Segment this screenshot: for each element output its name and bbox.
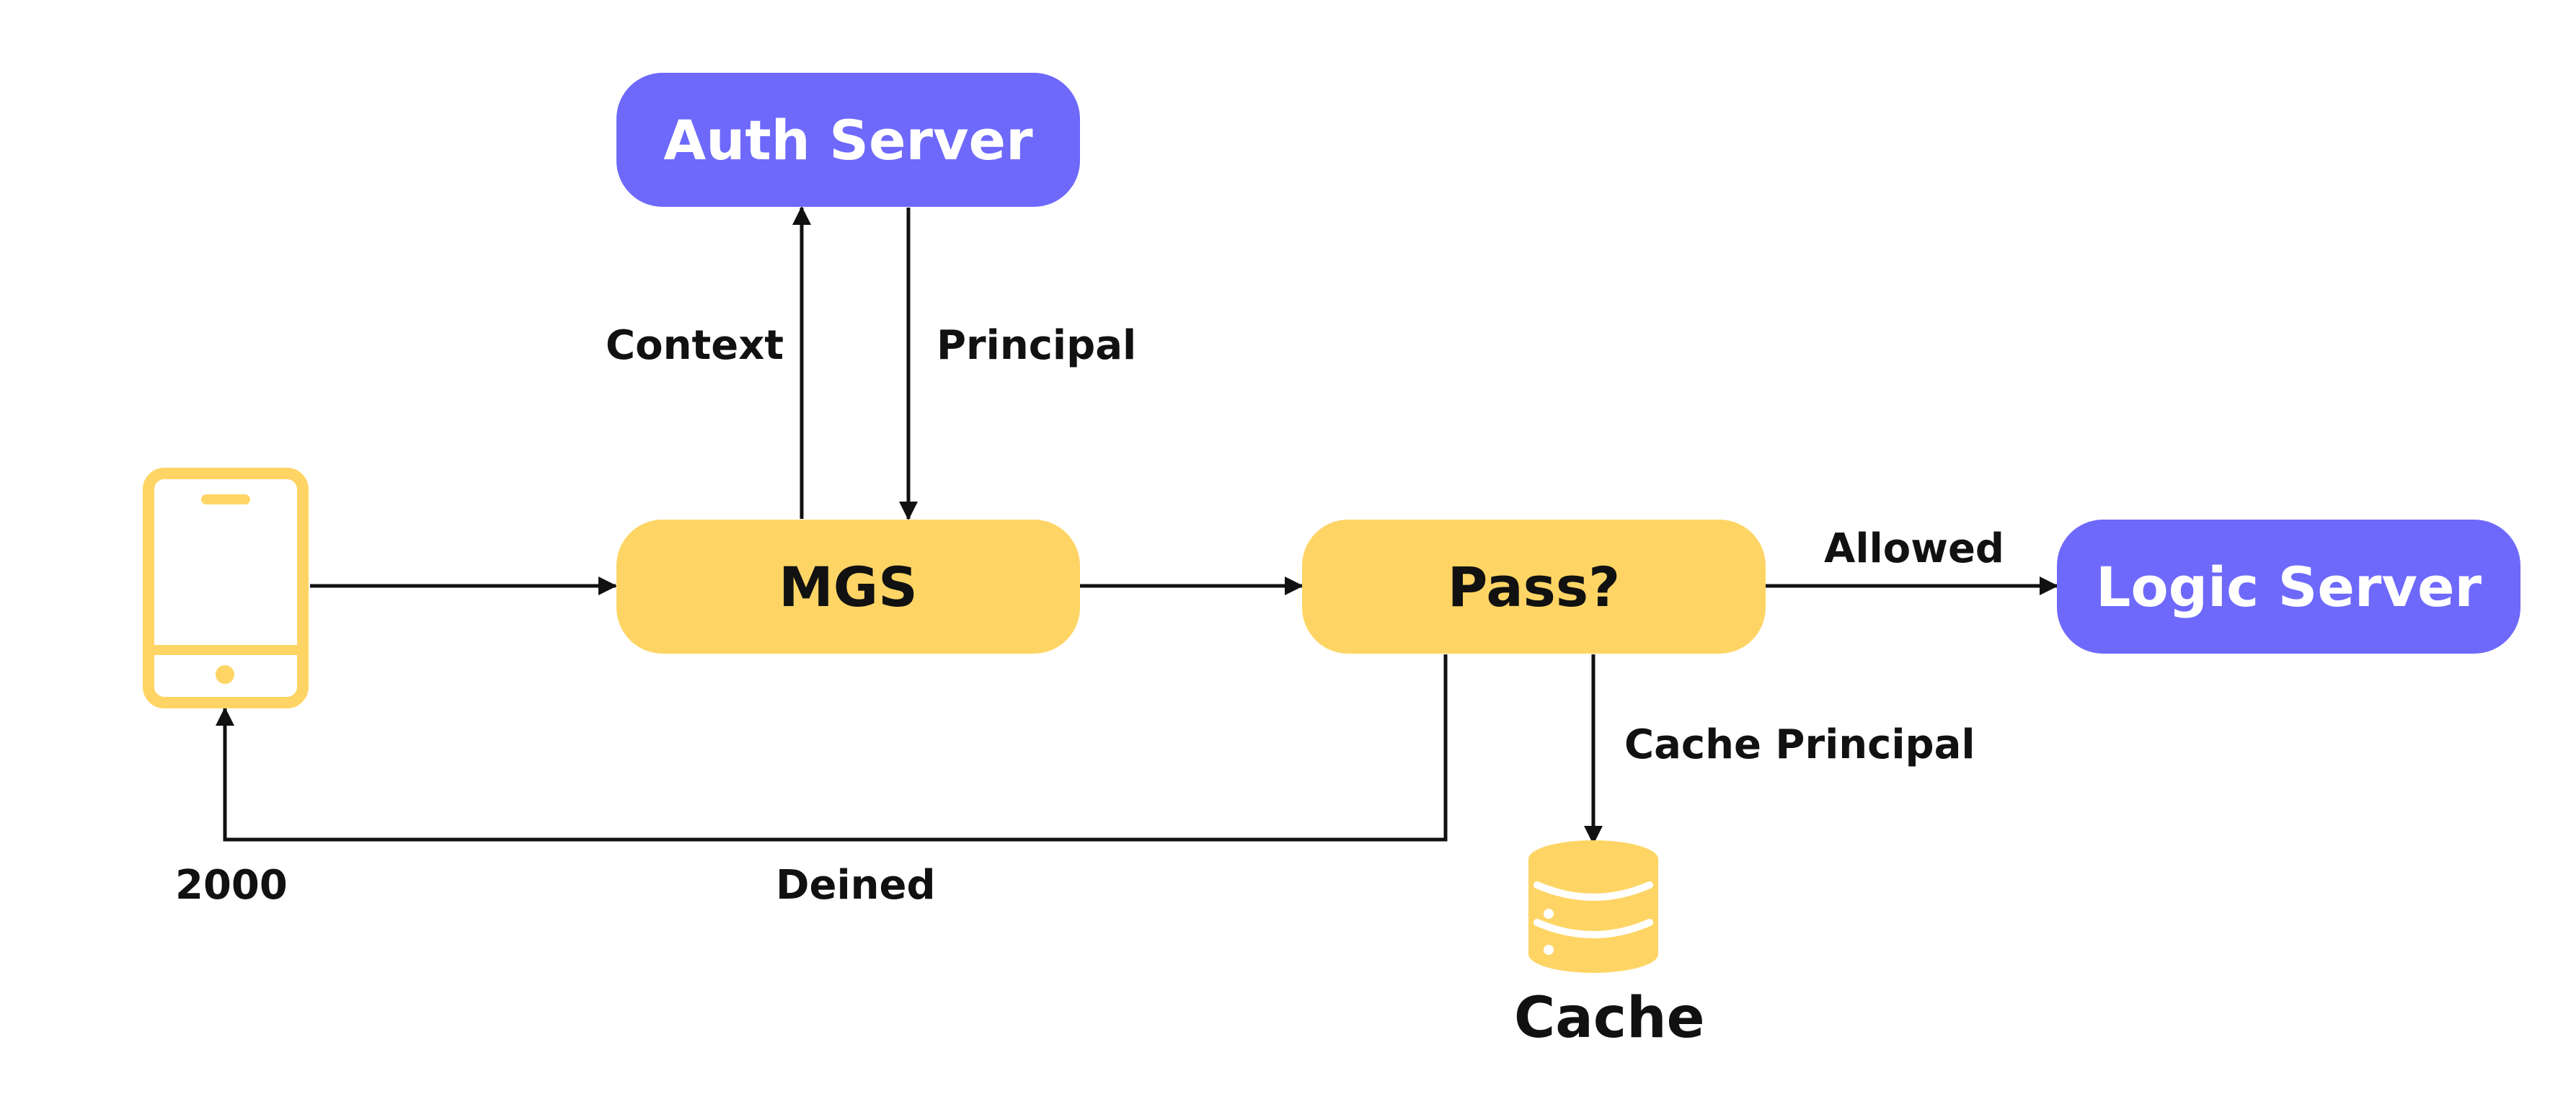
pass-decision-node: Pass? xyxy=(1302,520,1766,654)
allowed-label: Allowed xyxy=(1824,525,2005,572)
mgs-label: MGS xyxy=(779,554,918,619)
mgs-node: MGS xyxy=(616,520,1080,654)
cache-principal-label: Cache Principal xyxy=(1624,721,1975,768)
principal-label: Principal xyxy=(937,322,1137,369)
pass-label: Pass? xyxy=(1447,554,1621,619)
logic-server-node: Logic Server xyxy=(2057,520,2520,654)
auth-server-label: Auth Server xyxy=(663,107,1033,172)
logic-server-label: Logic Server xyxy=(2096,554,2482,619)
edge-denied xyxy=(216,654,1448,842)
denied-label: Deined xyxy=(776,862,936,909)
status-code-label: 2000 xyxy=(175,862,288,909)
cache-label: Cache xyxy=(1514,986,1705,1051)
mobile-phone-icon xyxy=(143,468,309,708)
auth-server-node: Auth Server xyxy=(616,73,1080,207)
context-label: Context xyxy=(606,322,784,369)
database-icon xyxy=(1528,840,1658,973)
